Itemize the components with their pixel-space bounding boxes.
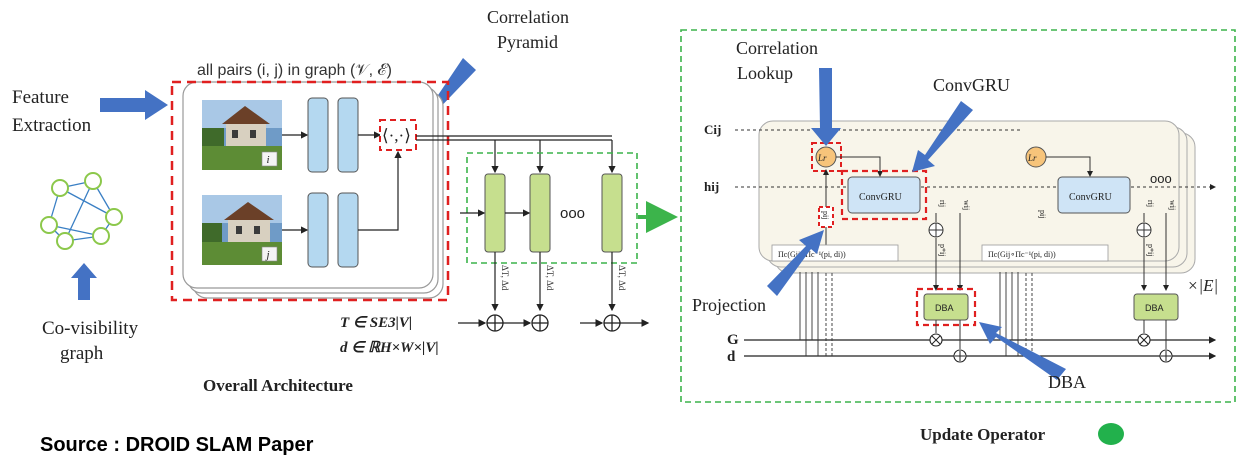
correlation-op: ⟨·,·⟩ bbox=[382, 126, 411, 145]
gru-block-3 bbox=[601, 173, 623, 253]
lookup-node-1-label: Lr bbox=[817, 153, 827, 163]
gru-iterations-box bbox=[466, 152, 638, 264]
correlation-pyramid-label-2: Pyramid bbox=[497, 32, 558, 52]
wij-label-2: wij bbox=[1168, 200, 1177, 210]
pij-label: pij bbox=[821, 211, 830, 219]
dba-label: DBA bbox=[1048, 372, 1086, 392]
encoder-highlight-box bbox=[170, 80, 450, 302]
convgru-arrow bbox=[912, 101, 973, 172]
rail-ops bbox=[929, 333, 1173, 363]
dba-highlight bbox=[915, 287, 977, 327]
overall-architecture-caption: Overall Architecture bbox=[203, 376, 353, 395]
convgru-block-1 bbox=[847, 176, 921, 214]
pstar-label-1: p*ij bbox=[938, 244, 947, 256]
feature-extraction-label-1: Feature bbox=[12, 87, 69, 108]
d-equation: d ∈ ℝH×W×|V| bbox=[340, 340, 439, 356]
feature-extraction-arrow bbox=[100, 90, 168, 120]
dba-block-1-label: DBA bbox=[935, 303, 954, 313]
convgru-title: ConvGRU bbox=[933, 75, 1010, 95]
correlation-op-box bbox=[379, 119, 417, 151]
projection-formula-box-2 bbox=[981, 244, 1109, 262]
covisibility-arrow bbox=[71, 263, 97, 300]
update-ellipsis: ooo bbox=[1150, 171, 1172, 186]
frame-j-label: j bbox=[265, 249, 270, 261]
correlation-lookup-label-1: Correlation bbox=[736, 38, 818, 58]
gru-block-2 bbox=[529, 173, 551, 253]
update-panel-front bbox=[758, 120, 1180, 262]
correlation-lookup-arrow bbox=[811, 68, 841, 146]
frame-i-label: i bbox=[267, 154, 270, 166]
pstar-label-2: p*ij bbox=[1146, 244, 1155, 256]
dba-block-1 bbox=[923, 293, 969, 321]
pij-label-2: pij bbox=[1038, 210, 1047, 218]
green-dot bbox=[1098, 423, 1124, 445]
covisibility-label-2: graph bbox=[60, 343, 104, 364]
dba-block-2-label: DBA bbox=[1145, 303, 1164, 313]
lookup-node-2-label: Lr bbox=[1027, 153, 1037, 163]
times-E-label: ×|E| bbox=[1187, 276, 1218, 295]
projection-label: Projection bbox=[692, 295, 766, 315]
encoder-bar-i-1 bbox=[307, 97, 329, 173]
all-pairs-label: all pairs (i, j) in graph (𝒱, ℰ) bbox=[197, 62, 392, 79]
dba-arrow bbox=[979, 322, 1066, 380]
update-operator-caption: Update Operator bbox=[920, 425, 1046, 444]
correlation-pyramid-label-1: Correlation bbox=[487, 7, 569, 27]
Cij-label: Cij bbox=[704, 122, 721, 137]
rij-label-2: rij bbox=[1146, 200, 1155, 207]
dba-block-2 bbox=[1133, 293, 1179, 321]
convgru-block-2 bbox=[1057, 176, 1131, 214]
delta-label-2: ΔT, Δd bbox=[545, 265, 555, 291]
encoder-bar-i-2 bbox=[337, 97, 359, 173]
delta-label-3: ΔT, Δd bbox=[617, 265, 627, 291]
projection-formula-2: Πc(Gij∘Πc⁻¹(pi, di)) bbox=[988, 250, 1056, 259]
update-operator-box bbox=[680, 29, 1236, 403]
convgru-highlight bbox=[840, 169, 928, 221]
delta-label-1: ΔT, Δd bbox=[500, 265, 510, 291]
projection-highlight bbox=[818, 206, 834, 228]
frame-i-image: i bbox=[202, 100, 282, 170]
source-caption: Source : DROID SLAM Paper bbox=[40, 434, 314, 456]
gru-block-1 bbox=[484, 173, 506, 253]
gru-ellipsis: ooo bbox=[560, 205, 585, 222]
encoder-bar-j-2 bbox=[337, 192, 359, 268]
d-label: d bbox=[727, 349, 736, 365]
frame-j-image: j bbox=[202, 195, 282, 265]
G-label: G bbox=[727, 332, 739, 348]
projection-arrow bbox=[767, 230, 824, 296]
graph-nodes bbox=[40, 172, 123, 250]
projection-formula-1: Πc(Gij∘Πc⁻¹(pi, di)) bbox=[778, 250, 846, 259]
rij-label-1: rij bbox=[938, 200, 947, 207]
correlation-lookup-label-2: Lookup bbox=[737, 63, 793, 83]
convgru-block-1-label: ConvGRU bbox=[859, 192, 903, 203]
encoder-bar-j-1 bbox=[307, 192, 329, 268]
feature-extraction-label-2: Extraction bbox=[12, 115, 92, 136]
covisibility-label-1: Co-visibility bbox=[42, 318, 139, 339]
pyramid-lines bbox=[416, 135, 612, 141]
T-equation: T ∈ SE3|V| bbox=[340, 315, 412, 331]
wij-label-1: wij bbox=[962, 200, 971, 210]
convgru-block-2-label: ConvGRU bbox=[1069, 192, 1113, 203]
hij-label: hij bbox=[704, 179, 719, 194]
